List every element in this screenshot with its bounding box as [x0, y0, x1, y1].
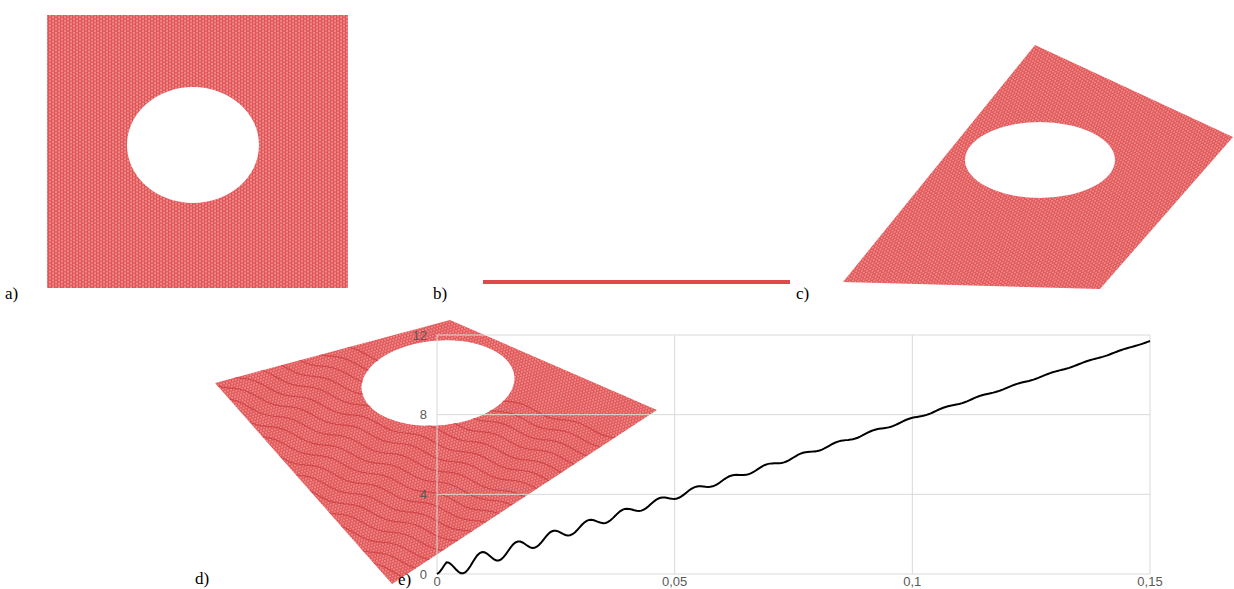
axis-tick: 4: [420, 488, 427, 501]
grid-line: [437, 414, 1150, 415]
axis-tick: 0: [433, 575, 440, 588]
ripple-line: [200, 300, 680, 457]
grid-line: [1150, 335, 1151, 574]
ripple-line: [200, 497, 680, 589]
axis-tick: 0: [420, 568, 427, 581]
panel-label: d): [195, 570, 209, 587]
grid-line: [437, 335, 1150, 336]
graphene-sheet-deformed: [200, 300, 680, 589]
line-chart: [437, 335, 1150, 574]
ripple-line: [200, 575, 680, 589]
data-curve: [437, 341, 1150, 574]
ripple-line: [200, 519, 680, 589]
panel-label: e): [398, 571, 411, 588]
grid-line: [437, 574, 1150, 575]
axis-tick: 12: [413, 329, 427, 342]
ripple-line: [200, 441, 680, 589]
ripple-line: [200, 562, 680, 589]
panel-label: c): [796, 285, 809, 302]
ripple-line: [200, 547, 680, 589]
axis-tick: 0,1: [903, 575, 921, 588]
graphene-sheet-perspective: [843, 45, 1233, 289]
ripple-line: [200, 507, 680, 589]
panel-label: b): [433, 285, 447, 302]
graphene-sheet-side: [483, 280, 790, 284]
grid-line: [912, 335, 913, 574]
grid-line: [674, 335, 675, 574]
ripple-line: [200, 532, 680, 589]
axis-tick: 0,15: [1137, 575, 1162, 588]
axis-tick: 8: [420, 408, 427, 421]
ripple-line: [200, 418, 680, 576]
ripple-line: [200, 484, 680, 589]
grid-line: [437, 335, 438, 574]
ripple-line: [200, 429, 680, 589]
axis-tick: 0,05: [662, 575, 687, 588]
panel-label: a): [5, 285, 18, 302]
graphene-sheet-top: [47, 15, 348, 288]
grid-line: [437, 494, 1150, 495]
